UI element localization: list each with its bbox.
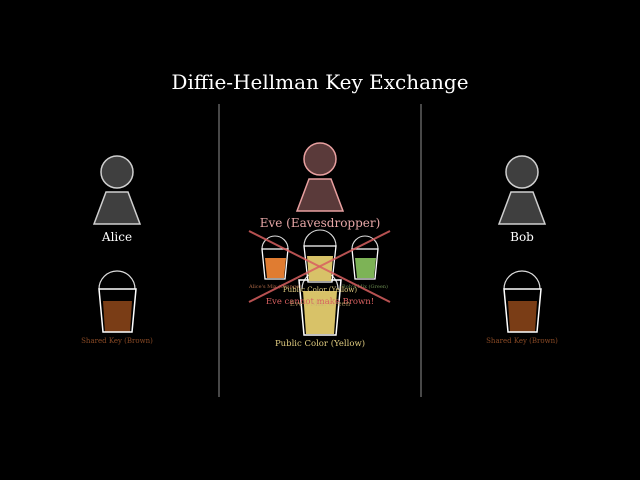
eve-label: Eve (Eavesdropper) xyxy=(260,216,381,230)
eve-green-label: Bob's Mix (Green) xyxy=(342,283,388,290)
alice-shared-key-cup xyxy=(98,270,137,333)
alice-figure xyxy=(92,155,142,225)
eve-figure xyxy=(295,142,345,212)
eve-public-small-label: Public Color (Yellow) xyxy=(283,286,357,294)
public-color-label: Public Color (Yellow) xyxy=(275,338,365,349)
eve-overlap-fragment: Eve's Mix: Green xyxy=(290,300,351,308)
eve-orange-label: Alice's Mix (Orange) xyxy=(248,283,301,290)
alice-key-label: Shared Key (Brown) xyxy=(81,337,153,345)
eve-cross-mark xyxy=(248,230,391,303)
eve-green-cup xyxy=(351,235,379,280)
bob-key-label: Shared Key (Brown) xyxy=(486,337,558,345)
diagram-title: Diffie-Hellman Key Exchange xyxy=(171,70,468,94)
eve-orange-cup xyxy=(261,235,289,280)
bob-figure xyxy=(497,155,547,225)
bob-label: Bob xyxy=(510,230,534,244)
eve-yellow-cup xyxy=(303,229,337,283)
bob-shared-key-cup xyxy=(503,270,542,333)
eve-failure-note: Eve cannot make Brown! xyxy=(266,297,374,307)
alice-label: Alice xyxy=(101,230,132,244)
